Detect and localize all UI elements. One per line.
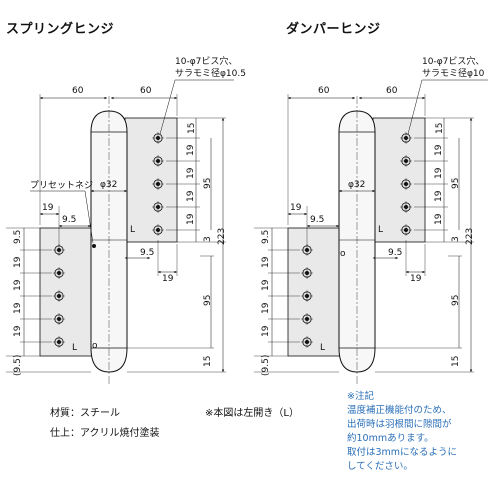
dim-9-5-left: 9.5 (62, 215, 76, 225)
dim-19: 19 (434, 167, 444, 179)
dim-223: 223 (465, 228, 475, 245)
damper-hinge-drawing: 60 60 10-φ7ビス穴、 サラモミ径φ10 φ32 15 19 19 19… (254, 55, 488, 384)
damper-upper-leaf (372, 117, 426, 243)
notice-title: ※注記 (347, 391, 374, 402)
dim-9-5-vert: 9.5 (13, 230, 23, 244)
hole-spec-line2: サラモミ径φ10.5 (175, 67, 246, 79)
dim-19: 19 (186, 167, 196, 179)
dim-60-right: 60 (140, 86, 152, 96)
spring-upper-leaf (124, 117, 178, 243)
dim-19-horizontal: 19 (162, 274, 174, 284)
dim-19: 19 (434, 190, 444, 202)
dim-19: 19 (186, 213, 196, 225)
dim-15-top: 15 (435, 123, 445, 134)
preset-screw-icon (92, 244, 96, 248)
damper-notice: ※注記 温度補正機能付のため、 出荷時は羽根間に隙間が 約10mmあります。 取… (347, 390, 497, 474)
dim-19: 19 (261, 325, 271, 337)
dim-15-top: 15 (187, 123, 197, 134)
damper-hinge-title: ダンパーヒンジ (286, 22, 381, 37)
hole-spec-line2: サラモミ径φ10 (422, 67, 485, 79)
notice-line: 出荷時は羽根間に隙間が (347, 419, 452, 430)
mark-o: o (92, 341, 98, 351)
dim-19: 19 (13, 256, 23, 268)
dim-60-left: 60 (318, 86, 330, 96)
spring-hinge-drawing: 60 60 10-φ7ビス穴、 サラモミ径φ10.5 φ32 プリセットネジ 1… (6, 55, 246, 384)
mark-l: L (72, 343, 77, 353)
dim-9-5-vert: 9.5 (261, 230, 271, 244)
notice-line: 約10mmあります。 (347, 433, 434, 444)
dim-3: 3 (203, 236, 213, 242)
dim-19-horizontal: 19 (410, 274, 422, 284)
mark-o: o (340, 249, 346, 259)
spring-hinge-title: スプリングヒンジ (6, 22, 115, 37)
material-note: 材質：スチール (50, 408, 120, 419)
hole-spec-line1: 10-φ7ビス穴、 (422, 55, 484, 67)
mark-l: L (378, 225, 383, 235)
mark-l: L (130, 225, 135, 235)
dim-9-5: 9.5 (388, 248, 402, 258)
hole-spec-line1: 10-φ7ビス穴、 (175, 55, 237, 67)
dim-19-top-left: 19 (42, 203, 54, 213)
dim-60-left: 60 (72, 86, 84, 96)
notice-line: してください。 (347, 461, 413, 472)
dim-19: 19 (261, 302, 271, 314)
dim-223: 223 (217, 228, 227, 245)
dim-95-lower: 95 (451, 295, 461, 306)
dim-19: 19 (13, 302, 23, 314)
dim-19: 19 (186, 144, 196, 156)
dim-19: 19 (186, 190, 196, 202)
dim-95-upper: 95 (203, 178, 213, 189)
notice-line: 取付は3mmになるように (347, 447, 458, 458)
dim-9-5: 9.5 (140, 248, 154, 258)
damper-lower-leaf (287, 227, 341, 357)
dim-19: 19 (434, 144, 444, 156)
dim-19: 19 (13, 325, 23, 337)
dim-15-bottom: 15 (203, 356, 213, 367)
dim-19: 19 (434, 213, 444, 225)
dim-19: 19 (261, 279, 271, 291)
left-open-note: ※本図は左開き（L） (205, 408, 299, 419)
dim-3: 3 (451, 236, 461, 242)
dim-60-right: 60 (386, 86, 398, 96)
dim-9-5-left: 9.5 (310, 215, 324, 225)
dim-15-bottom: 15 (451, 356, 461, 367)
dim-9-5-paren: (9.5) (261, 355, 271, 376)
dim-95-lower: 95 (203, 295, 213, 306)
finish-note: 仕上：アクリル焼付塗装 (50, 428, 160, 439)
dim-19: 19 (13, 279, 23, 291)
notice-line: 温度補正機能付のため、 (347, 405, 452, 416)
preset-screw-label: プリセットネジ (30, 180, 93, 191)
dim-19: 19 (261, 256, 271, 268)
mark-l: L (320, 343, 325, 353)
spring-lower-leaf (39, 227, 93, 357)
barrel-diameter: φ32 (348, 180, 365, 190)
dim-19-top-left: 19 (290, 203, 302, 213)
barrel-diameter: φ32 (100, 180, 117, 190)
dim-9-5-paren: (9.5) (13, 355, 23, 376)
dim-95-upper: 95 (451, 178, 461, 189)
